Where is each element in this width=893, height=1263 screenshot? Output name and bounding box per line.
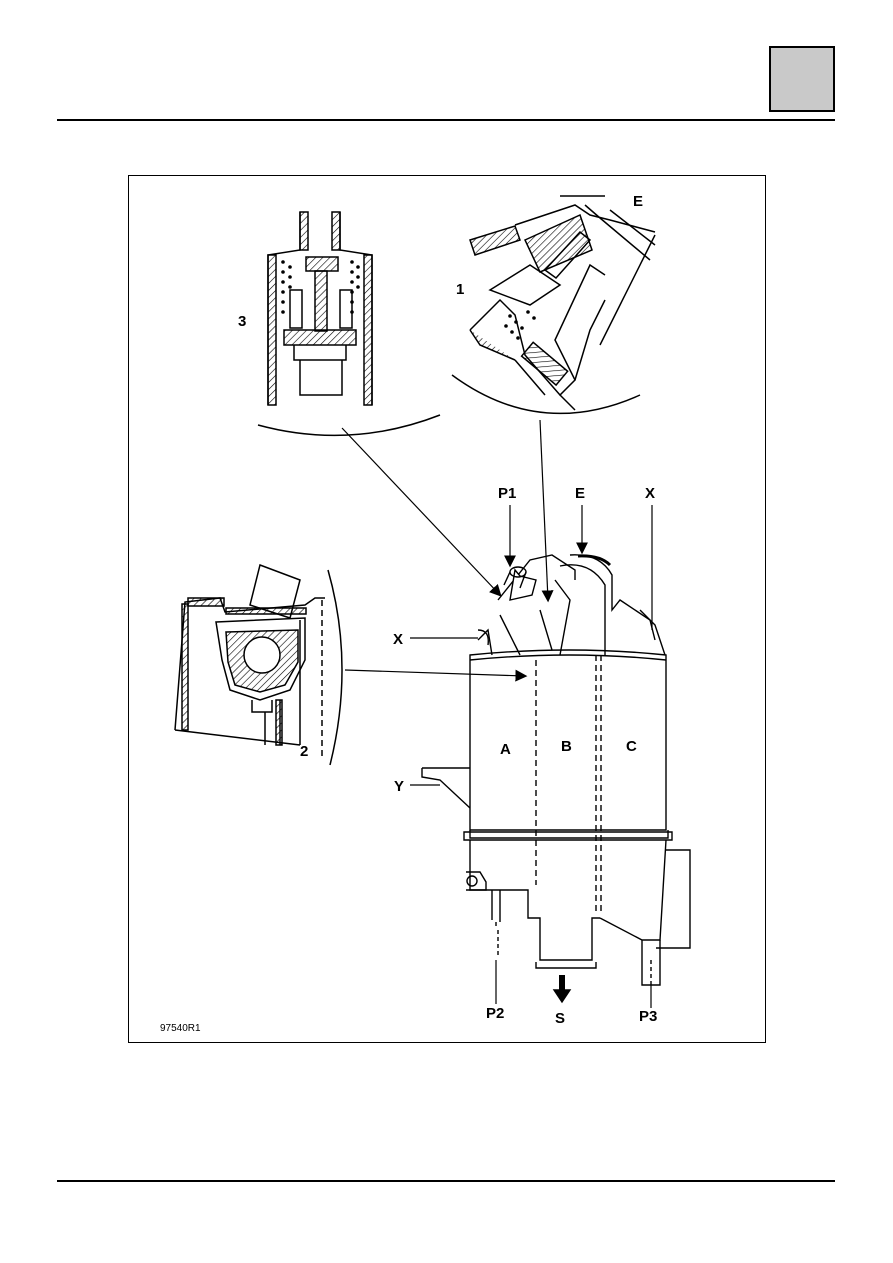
label-x-right: X xyxy=(645,485,655,502)
detail-number-3: 3 xyxy=(238,313,246,330)
label-chamber-b: B xyxy=(561,738,572,755)
figure-reference-code: 97540R1 xyxy=(160,1023,201,1034)
label-x-left: X xyxy=(393,631,403,648)
reservoir-drawing xyxy=(421,554,691,1004)
detail-2-drawing xyxy=(174,564,343,766)
label-p2: P2 xyxy=(486,1005,504,1022)
label-y: Y xyxy=(394,778,404,795)
section-tab-box xyxy=(769,46,835,112)
leader-lines xyxy=(341,419,653,1008)
label-chamber-c: C xyxy=(626,738,637,755)
figure-frame xyxy=(128,175,766,1043)
header-rule xyxy=(57,119,835,121)
label-e-top: E xyxy=(575,485,585,502)
label-e-detail: E xyxy=(633,193,643,210)
label-p1: P1 xyxy=(498,485,516,502)
footer-rule xyxy=(57,1180,835,1182)
detail-number-2: 2 xyxy=(300,743,308,760)
detail-1-drawing xyxy=(451,195,656,415)
label-s: S xyxy=(555,1010,565,1027)
detail-3-drawing xyxy=(257,211,441,437)
detail-number-1: 1 xyxy=(456,281,464,298)
label-chamber-a: A xyxy=(500,741,511,758)
label-p3: P3 xyxy=(639,1008,657,1025)
